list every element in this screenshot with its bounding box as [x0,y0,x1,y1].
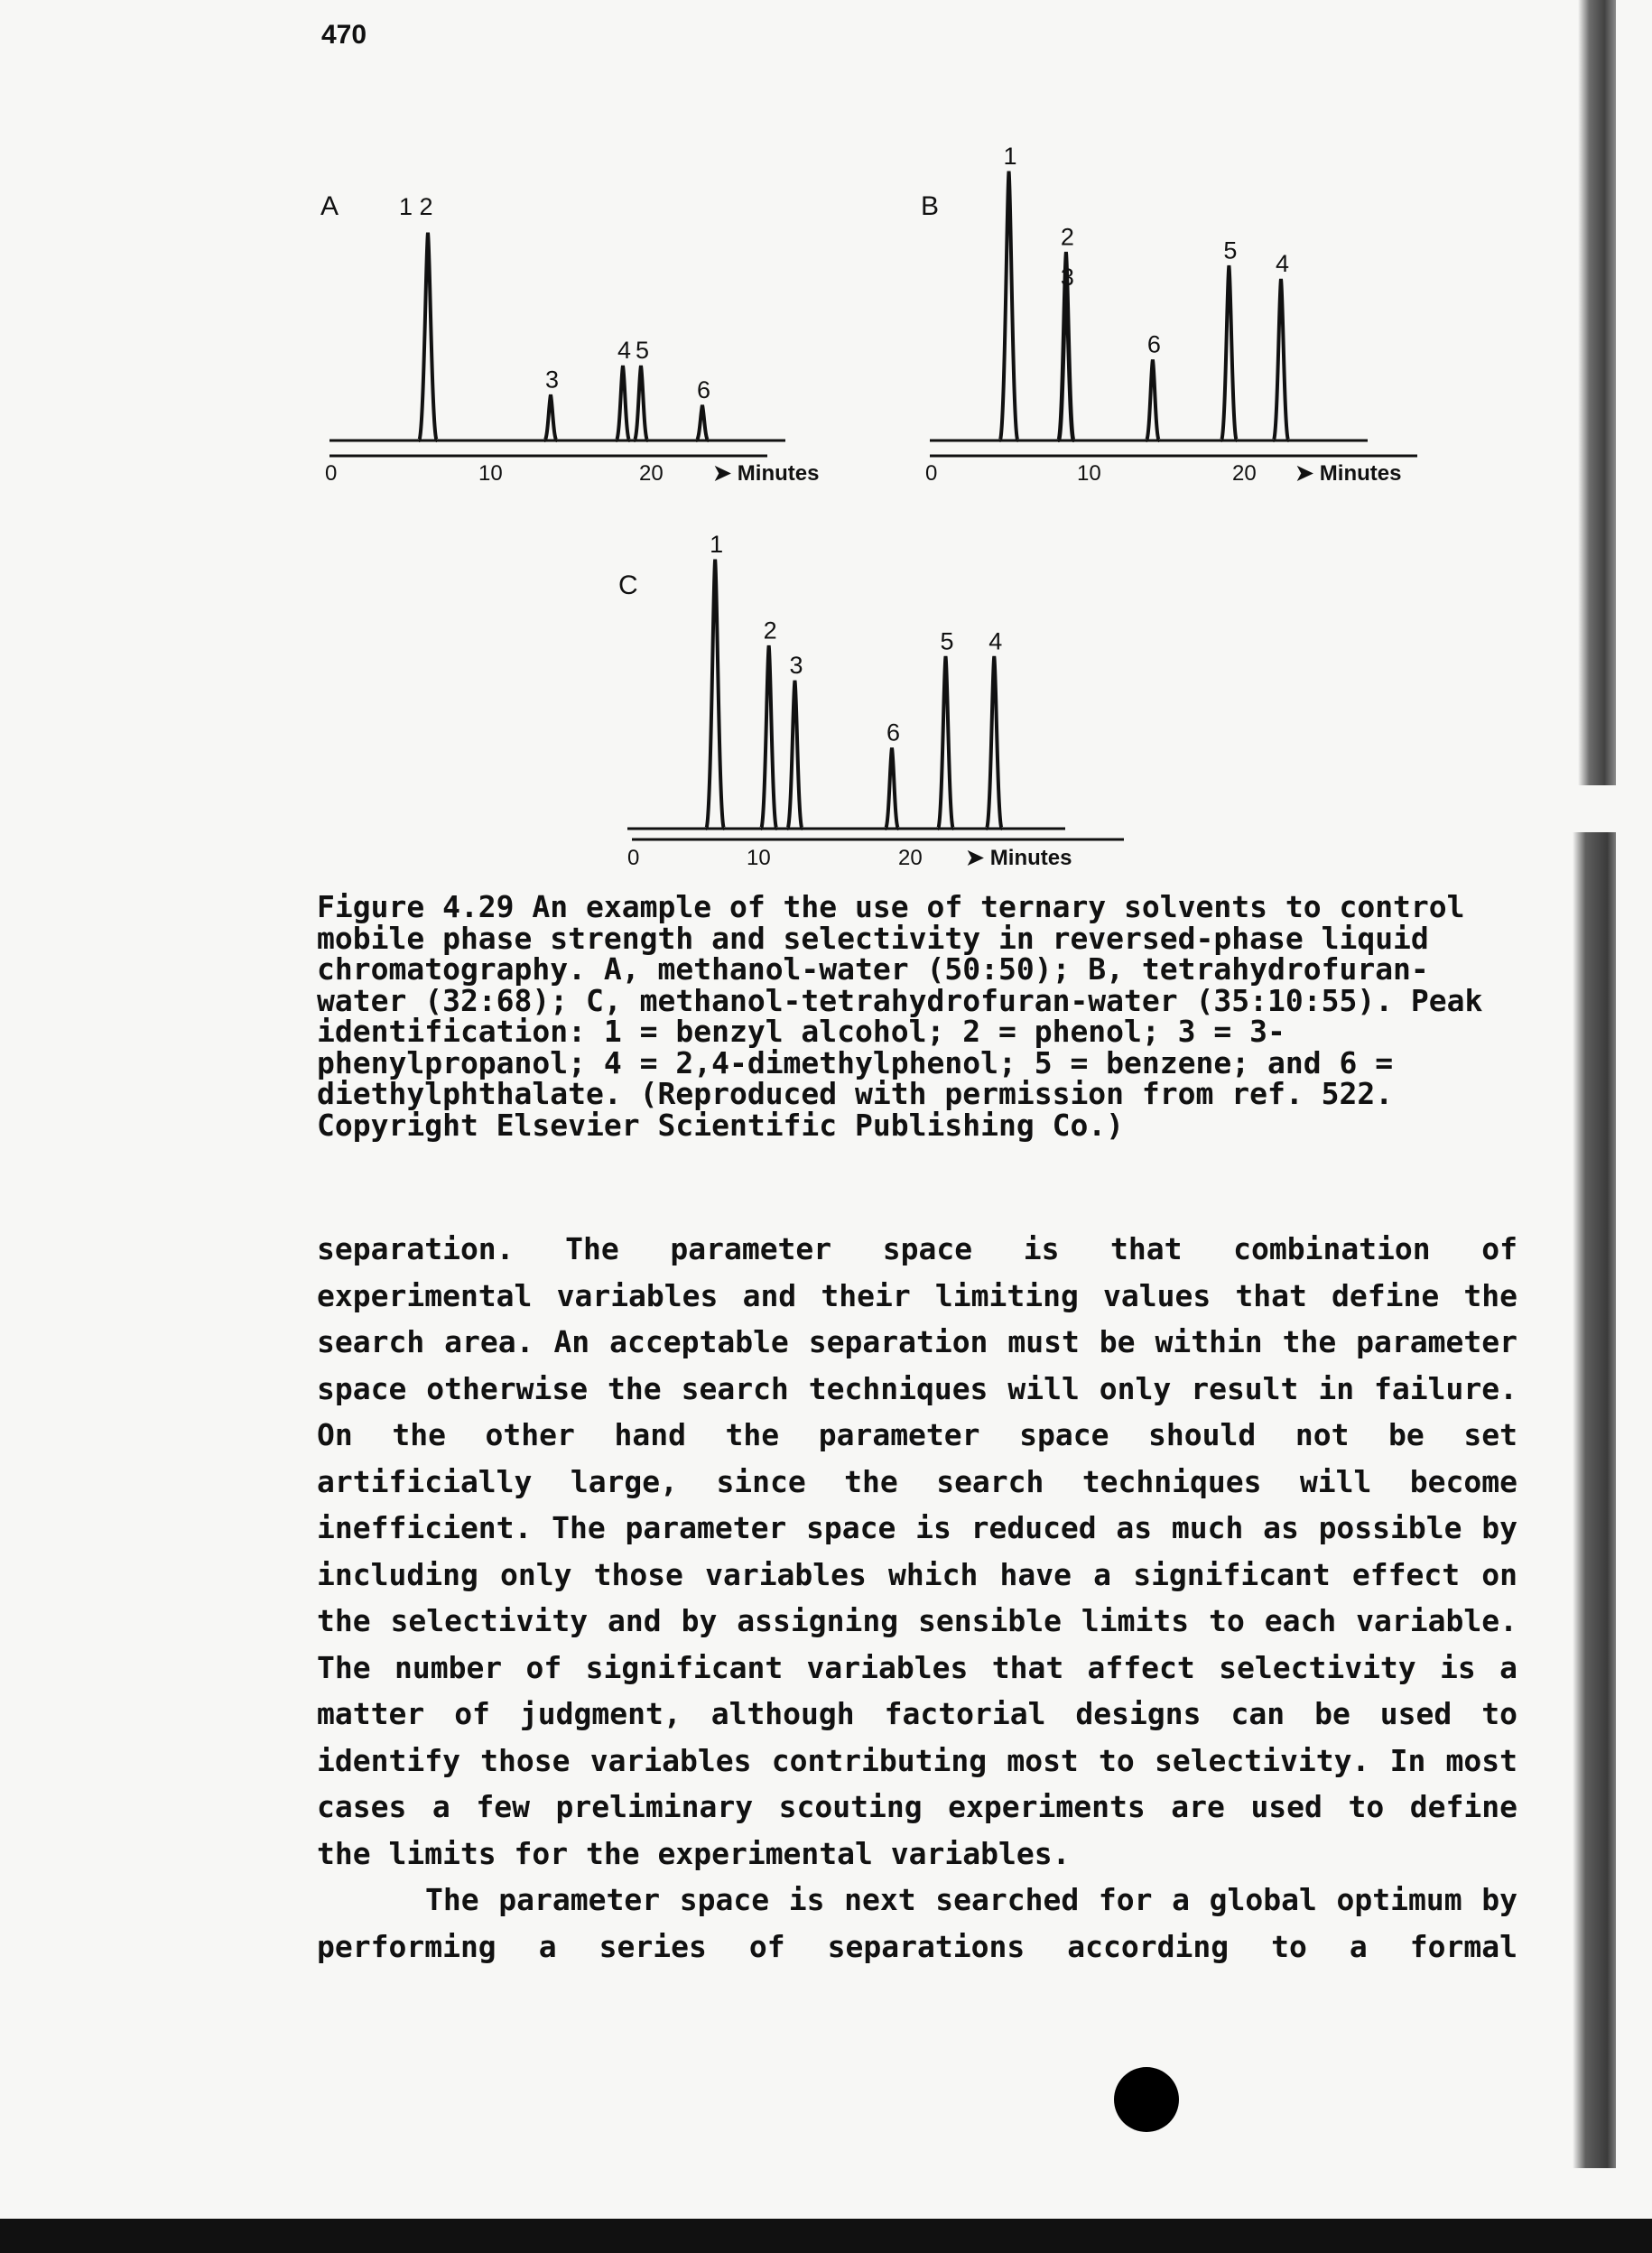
paragraph: separation. The parameter space is that … [317,1231,1517,1871]
peak-label: 4 [1276,250,1289,277]
peak [984,655,1004,830]
page-number: 470 [321,20,367,50]
peak [614,365,632,442]
peak [998,171,1020,442]
peak [1144,359,1162,442]
chromatogram-c: C 1 23 6 5 4 0 10 20 ➤ Minutes [618,531,1124,870]
peak [704,559,727,830]
tick-label: 0 [325,461,337,486]
peak-label: 6 [886,719,900,746]
peak [632,365,650,442]
peak-label: 1 [710,531,723,558]
axis-label: ➤ Minutes [966,846,1072,870]
tick-label: 10 [1077,461,1101,486]
peak-label: 2 [764,617,777,644]
peak-label: 3 [789,652,803,679]
peak [1271,278,1291,442]
peak-label: 6 [1147,331,1161,358]
peak-label: 4 [988,627,1002,654]
scan-edge [1573,832,1616,2168]
peak [883,747,901,830]
peak-label: 1 [1004,143,1017,170]
peak [1056,292,1076,442]
body-text: separation. The parameter space is that … [317,1226,1517,1970]
peak-label: 5 [941,627,954,654]
tick-label: 20 [898,846,923,870]
peak [758,644,779,830]
axis-label: ➤ Minutes [1295,461,1401,486]
peak [543,394,559,442]
tick-label: 10 [747,846,771,870]
panel-label: B [921,191,939,221]
peak-label: 3 [1061,264,1074,291]
peak-label: 4 [617,337,631,364]
peak [417,232,439,442]
tick-label: 10 [478,461,503,486]
peak [935,655,956,830]
peak [1219,264,1239,442]
tick-label: 20 [1232,461,1257,486]
scan-edge [0,2219,1652,2253]
peak-label: 2 [1061,223,1074,250]
tick-label: 0 [925,461,937,486]
peak-label: 5 [1223,236,1237,264]
axis-label: ➤ Minutes [713,461,819,486]
peak [785,680,804,830]
panel-label: A [320,191,339,221]
paragraph: The parameter space is next searched for… [317,1882,1517,1964]
scan-edge [1578,0,1616,785]
ink-blot [1114,2067,1179,2132]
peak-label: 3 [545,366,559,393]
peak-label: 5 [636,337,649,364]
tick-label: 0 [627,846,639,870]
panel-label: C [618,570,638,600]
tick-label: 20 [639,461,664,486]
peak-label: 1 2 [399,193,433,220]
peak [694,404,710,442]
chromatogram-b: B 1 2 3 6 5 4 0 10 20 ➤ Minutes [921,143,1417,486]
figure-caption: Figure 4.29 An example of the use of ter… [317,889,1483,1143]
peak-label: 6 [697,376,710,403]
